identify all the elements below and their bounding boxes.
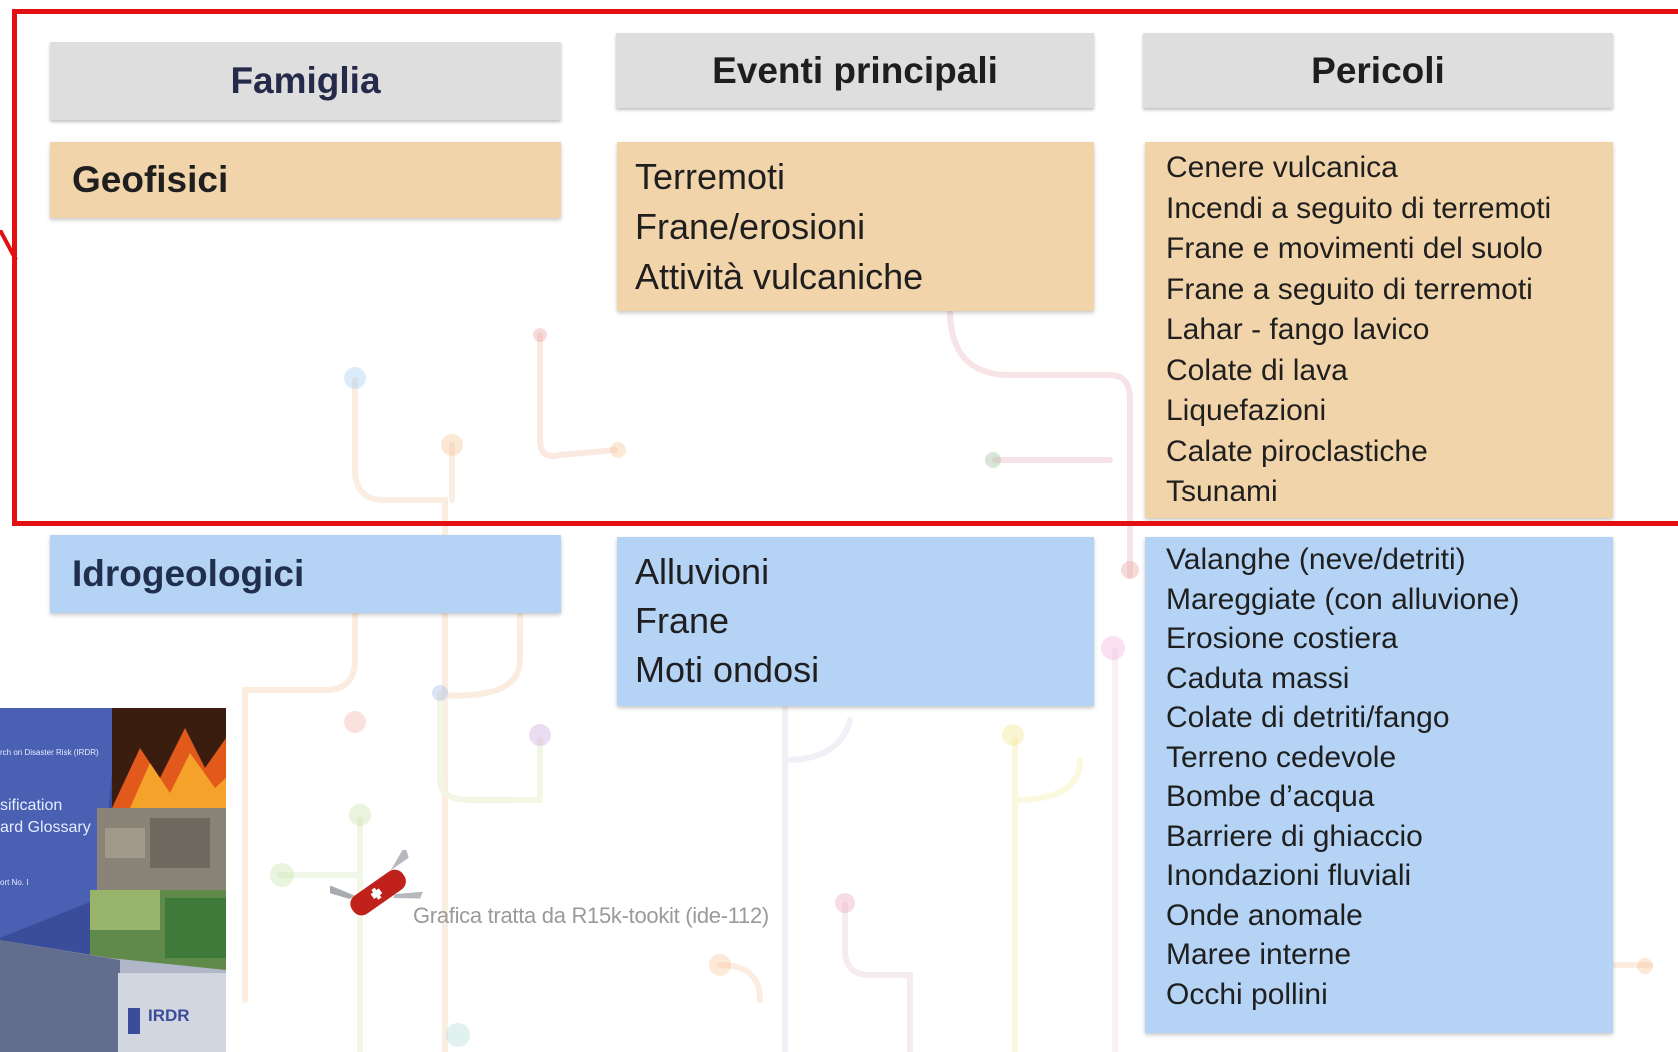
source-caption: Grafica tratta da R15k-tookit (ide-112) — [413, 903, 769, 928]
hazard-item: Erosione costiera — [1166, 622, 1398, 655]
family-geofisici: Geofisici — [50, 142, 561, 218]
hazard-item: Tsunami — [1166, 475, 1278, 508]
hazard-item: Onde anomale — [1166, 898, 1363, 932]
event-item: Alluvioni — [635, 551, 770, 592]
header-pericoli: Pericoli — [1143, 33, 1613, 108]
hazards-geofisici: Cenere vulcanica Incendi a seguito di te… — [1145, 142, 1613, 518]
selection-arrow-tip — [0, 230, 18, 261]
cover-text-1: rch on Disaster Risk (IRDR) — [0, 748, 99, 757]
hazard-item: Maree interne — [1166, 938, 1352, 971]
hazard-item: Inondazioni fluviali — [1166, 859, 1412, 892]
header-pericoli-label: Pericoli — [1311, 49, 1445, 91]
hazard-item: Calate piroclastiche — [1166, 434, 1428, 468]
header-eventi-principali: Eventi principali — [616, 33, 1094, 108]
event-item: Frane — [635, 600, 730, 641]
family-idrogeologici-label: Idrogeologici — [72, 553, 305, 594]
hazard-item: Frane e movimenti del suolo — [1166, 232, 1543, 265]
selection-highlight-box — [12, 9, 1678, 526]
cover-text-2: sification — [0, 797, 63, 814]
hazard-item: Occhi pollini — [1166, 977, 1328, 1011]
event-item: Terremoti — [635, 156, 786, 197]
events-geofisici: Terremoti Frane/erosioni Attività vulcan… — [617, 142, 1094, 311]
hazard-item: Cenere vulcanica — [1166, 151, 1398, 184]
family-idrogeologici: Idrogeologici — [50, 535, 561, 613]
hazard-item: Lahar - fango lavico — [1166, 313, 1430, 346]
cover-artwork — [0, 708, 226, 1052]
cover-text-4: ort No. I — [0, 878, 29, 887]
hazard-item: Mareggiate (con alluvione) — [1166, 582, 1520, 616]
family-geofisici-label: Geofisici — [72, 159, 229, 200]
event-item: Attività vulcaniche — [635, 256, 924, 297]
hazard-item: Colate di lava — [1166, 353, 1348, 387]
hazard-item: Bombe d’acqua — [1166, 780, 1375, 813]
header-eventi-label: Eventi principali — [712, 49, 998, 91]
event-item: Frane/erosioni — [635, 206, 866, 247]
irdr-logo: IRDR — [148, 1006, 190, 1025]
header-famiglia: Famiglia — [50, 42, 561, 120]
hazard-item: Liquefazioni — [1166, 394, 1327, 427]
irdr-report-cover: rch on Disaster Risk (IRDR) sification a… — [0, 708, 226, 1052]
hazard-item: Valanghe (neve/detriti) — [1166, 543, 1466, 576]
swiss-army-knife-icon — [330, 850, 423, 916]
hazard-item: Incendi a seguito di terremoti — [1166, 191, 1552, 225]
event-item: Moti ondosi — [635, 649, 820, 690]
hazards-idrogeologici: Valanghe (neve/detriti) Mareggiate (con … — [1145, 537, 1613, 1033]
events-idrogeologici: Alluvioni Frane Moti ondosi — [617, 537, 1094, 706]
hazard-item: Barriere di ghiaccio — [1166, 819, 1423, 853]
hazard-item: Frane a seguito di terremoti — [1166, 272, 1533, 306]
cover-text-3: ard Glossary — [0, 819, 91, 836]
header-famiglia-label: Famiglia — [230, 60, 381, 101]
hazard-item: Colate di detriti/fango — [1166, 701, 1450, 734]
hazard-item: Terreno cedevole — [1166, 740, 1397, 774]
hazard-item: Caduta massi — [1166, 661, 1350, 695]
